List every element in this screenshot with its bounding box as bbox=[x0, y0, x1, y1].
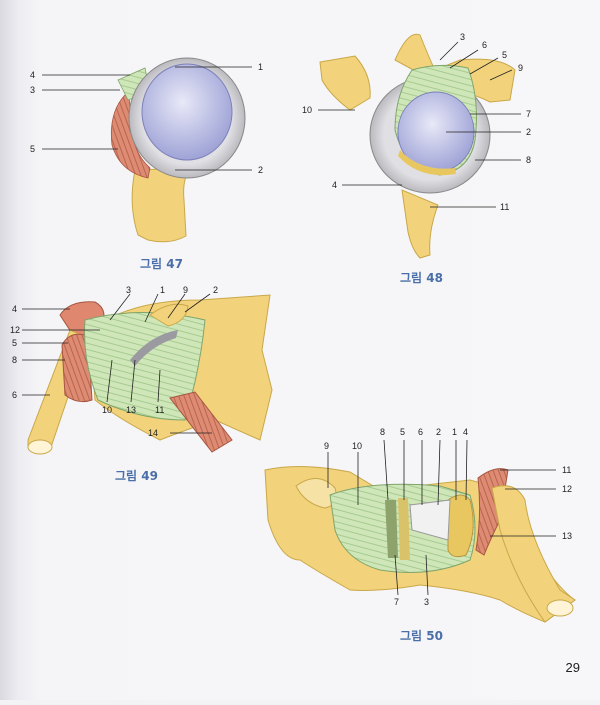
fig50-tendon-white bbox=[409, 499, 451, 541]
fig47-label-2: 2 bbox=[258, 165, 263, 175]
fig50-band-dark bbox=[385, 500, 398, 558]
fig50-label-5: 5 bbox=[400, 427, 405, 437]
fig49-label-3: 3 bbox=[126, 285, 131, 295]
fig50-humerus-end bbox=[546, 599, 574, 617]
fig50-glenoid bbox=[447, 494, 474, 558]
fig48-label-9: 9 bbox=[518, 63, 523, 73]
fig47-bone-stem bbox=[131, 167, 191, 243]
fig49-label-4: 4 bbox=[12, 304, 17, 314]
fig50-label-11: 11 bbox=[562, 465, 571, 475]
fig50-label-4: 4 bbox=[463, 427, 468, 437]
fig47-label-3: 3 bbox=[30, 85, 35, 95]
fig50-label-9: 9 bbox=[324, 441, 329, 451]
fig50-label-1: 1 bbox=[452, 427, 457, 437]
fig48-bone-stem bbox=[401, 189, 439, 259]
fig48-label-4: 4 bbox=[332, 180, 337, 190]
figure-48: 2 3 4 5 6 7 8 9 10 11 그림 48 bbox=[302, 32, 531, 285]
fig49-label-10: 10 bbox=[102, 405, 112, 415]
fig47-label-4: 4 bbox=[30, 70, 35, 80]
fig47-label-1: 1 bbox=[258, 62, 263, 72]
fig50-label-13: 13 bbox=[562, 531, 572, 541]
figure-50: 1 2 3 4 5 6 7 8 9 10 11 12 13 그림 50 bbox=[264, 427, 576, 643]
fig49-label-5: 5 bbox=[12, 338, 17, 348]
fig49-label-6: 6 bbox=[12, 390, 17, 400]
fig47-caption: 그림 47 bbox=[140, 257, 183, 271]
fig47-glenoid-cartilage bbox=[141, 63, 233, 161]
fig49-tendon-grey bbox=[130, 330, 178, 366]
fig49-label-11: 11 bbox=[155, 405, 164, 415]
fig50-bone-right bbox=[491, 485, 576, 623]
fig48-label-3: 3 bbox=[460, 32, 465, 42]
fig49-label-9: 9 bbox=[183, 285, 188, 295]
fig50-label-12: 12 bbox=[562, 484, 572, 494]
fig49-label-14: 14 bbox=[148, 428, 158, 438]
fig49-caption: 그림 49 bbox=[115, 469, 158, 483]
page-number: 29 bbox=[565, 660, 580, 675]
fig50-label-10: 10 bbox=[352, 441, 362, 451]
fig48-label-10: 10 bbox=[302, 105, 312, 115]
figure-47: 1 2 3 4 5 그림 47 bbox=[30, 57, 263, 271]
fig48-coracoid bbox=[319, 55, 371, 111]
fig48-label-5: 5 bbox=[502, 50, 507, 60]
fig49-label-2: 2 bbox=[213, 285, 218, 295]
fig50-label-3: 3 bbox=[424, 597, 429, 607]
fig48-label-8: 8 bbox=[526, 155, 531, 165]
fig48-label-11: 11 bbox=[500, 202, 509, 212]
fig50-label-7: 7 bbox=[394, 597, 399, 607]
fig48-label-2: 2 bbox=[526, 127, 531, 137]
fig49-humerus-end bbox=[27, 439, 53, 455]
fig49-label-8: 8 bbox=[12, 355, 17, 365]
fig49-muscle bbox=[61, 333, 93, 403]
fig49-muscle-14 bbox=[169, 391, 233, 453]
fig49-label-13: 13 bbox=[126, 405, 136, 415]
fig49-coracoid bbox=[149, 303, 189, 327]
figure-49: 1 2 3 4 5 6 8 9 10 11 12 13 14 그림 49 bbox=[10, 285, 273, 483]
fig49-label-12: 12 bbox=[10, 325, 20, 335]
fig49-label-1: 1 bbox=[160, 285, 165, 295]
fig50-label-6: 6 bbox=[418, 427, 423, 437]
fig48-caption: 그림 48 bbox=[400, 271, 443, 285]
fig47-label-5: 5 bbox=[30, 144, 35, 154]
fig48-label-7: 7 bbox=[526, 109, 531, 119]
fig48-label-6: 6 bbox=[482, 40, 487, 50]
fig50-band-yellow bbox=[398, 498, 410, 560]
fig50-caption: 그림 50 bbox=[400, 629, 443, 643]
fig50-label-2: 2 bbox=[436, 427, 441, 437]
fig50-label-8: 8 bbox=[380, 427, 385, 437]
fig48-rim bbox=[398, 150, 456, 176]
